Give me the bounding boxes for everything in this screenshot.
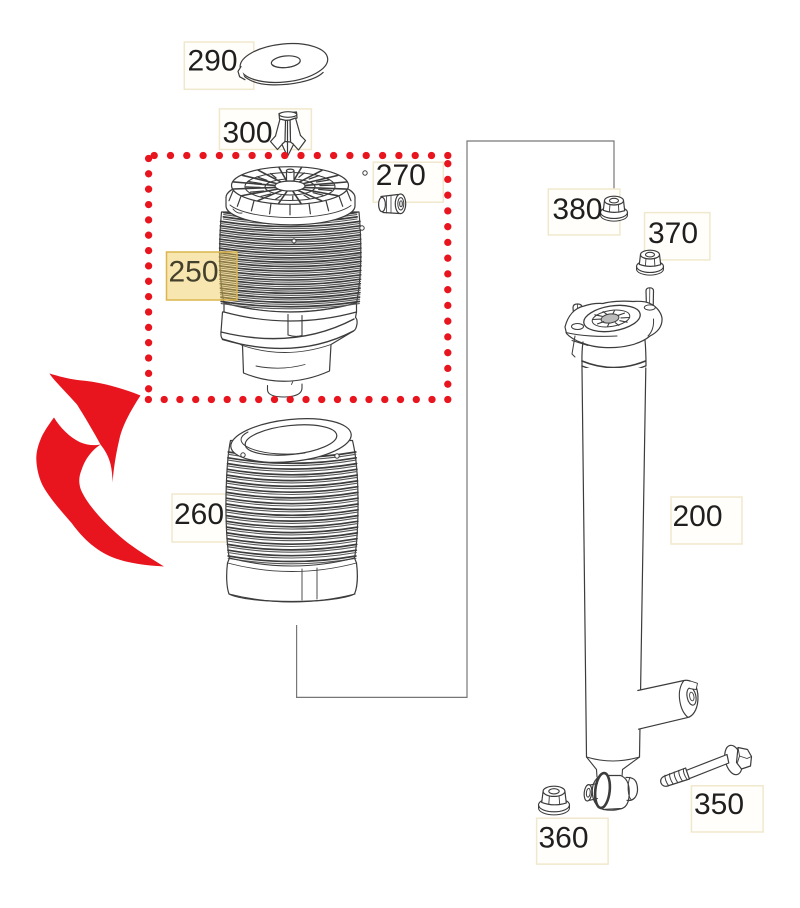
- svg-text:250: 250: [169, 256, 219, 289]
- svg-text:350: 350: [694, 788, 744, 821]
- svg-text:370: 370: [648, 217, 698, 250]
- svg-text:270: 270: [376, 159, 426, 192]
- svg-text:300: 300: [223, 117, 273, 150]
- svg-text:260: 260: [174, 498, 224, 531]
- svg-text:360: 360: [539, 822, 589, 855]
- svg-text:380: 380: [552, 193, 602, 226]
- svg-text:290: 290: [188, 45, 238, 78]
- svg-text:200: 200: [673, 500, 723, 533]
